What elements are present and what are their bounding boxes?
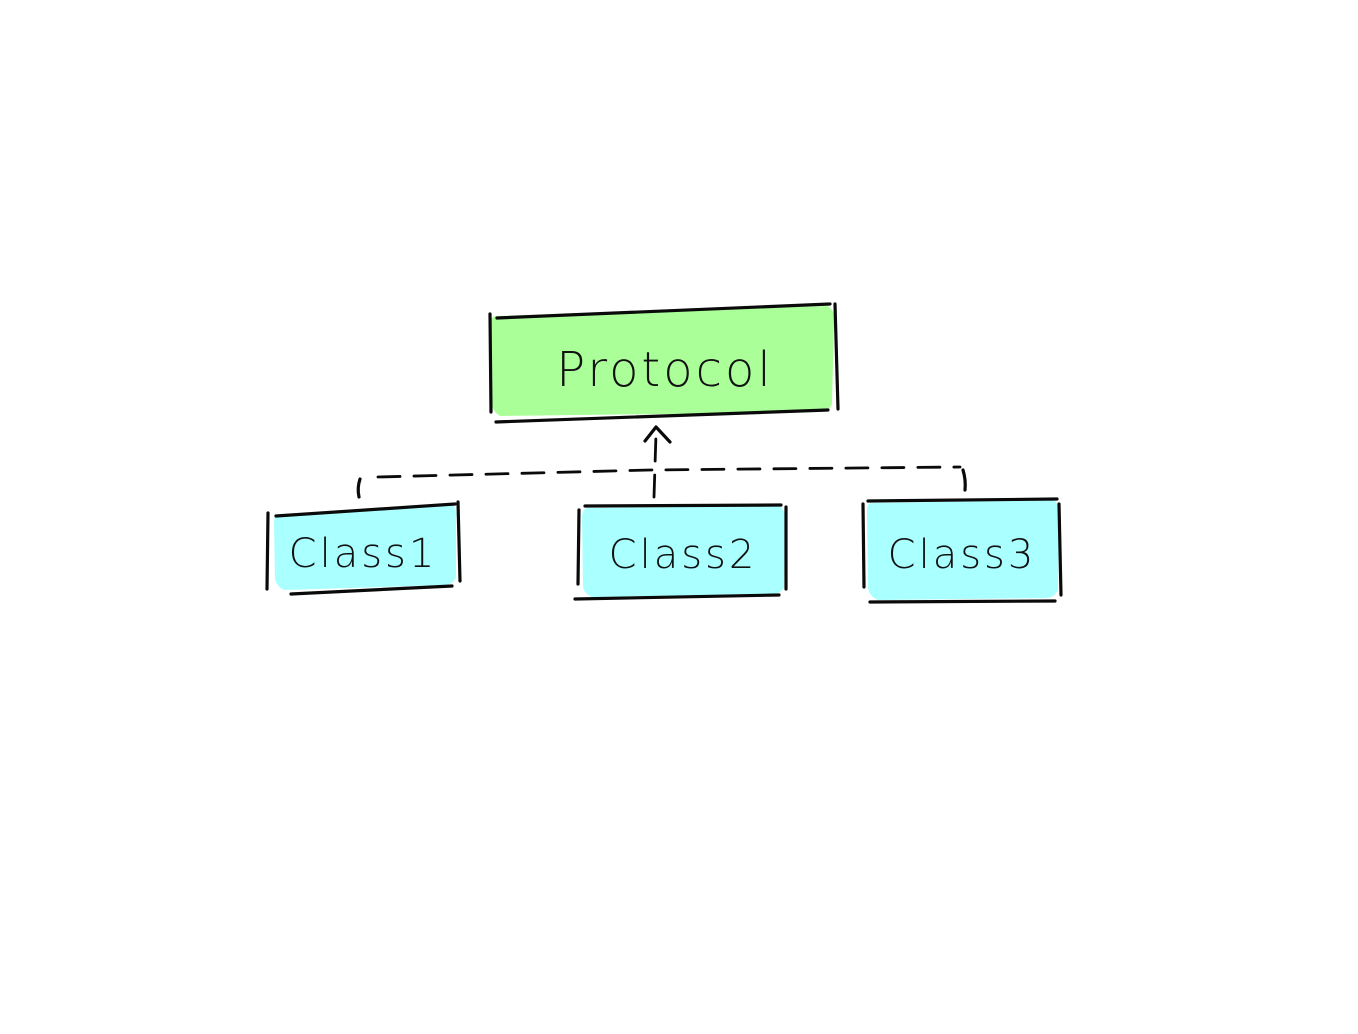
edge-horizontal-bus xyxy=(376,465,962,479)
protocol-box-left-edge xyxy=(488,312,493,414)
edge-drop-class3 xyxy=(961,468,967,492)
class2-node[interactable]: Class2 xyxy=(573,503,788,601)
class1-box-left-edge xyxy=(265,511,270,591)
protocol-box-top-edge xyxy=(495,302,832,320)
class2-box-bottom-edge xyxy=(573,593,781,601)
class1-label: Class1 xyxy=(289,531,438,577)
class2-label: Class2 xyxy=(609,532,758,578)
class1-box-right-edge xyxy=(456,500,462,583)
realization-edges xyxy=(356,425,967,499)
class2-box-top-edge xyxy=(583,503,783,508)
protocol-box-fill xyxy=(491,306,835,416)
class3-box-top-edge xyxy=(866,497,1059,503)
class2-box-left-edge xyxy=(576,508,581,586)
class3-box-right-edge xyxy=(1057,502,1063,597)
open-arrowhead-icon xyxy=(643,425,672,444)
class3-box-bottom-edge xyxy=(868,599,1057,604)
class1-node[interactable]: Class1 xyxy=(265,500,462,596)
class2-box-fill xyxy=(582,506,786,597)
class3-node[interactable]: Class3 xyxy=(861,497,1063,604)
class1-box-fill xyxy=(274,504,457,590)
edge-drop-class1 xyxy=(356,477,362,499)
protocol-label: Protocol xyxy=(556,342,773,398)
edge-vertical-class2 xyxy=(652,432,658,499)
class1-box-bottom-edge xyxy=(289,584,454,596)
protocol-box-right-edge xyxy=(833,302,840,411)
class3-box-fill xyxy=(867,500,1060,600)
class3-box-left-edge xyxy=(861,502,866,589)
protocol-box-bottom-edge xyxy=(494,408,830,424)
class1-box-top-edge xyxy=(274,502,457,518)
protocol-node[interactable]: Protocol xyxy=(488,302,840,424)
class3-label: Class3 xyxy=(888,532,1037,578)
